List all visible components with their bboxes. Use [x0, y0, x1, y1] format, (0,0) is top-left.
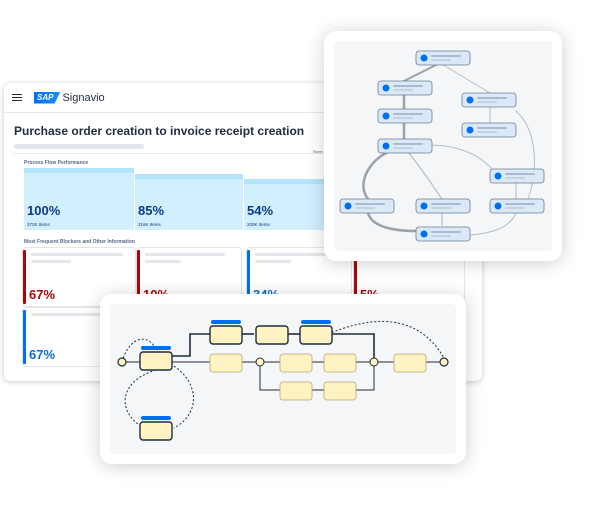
- flow-cell-items: 200K Items: [247, 222, 270, 227]
- blockers-title: Most Frequent Blockers and Other Informa…: [24, 239, 135, 245]
- task-indicator-bar: [141, 346, 171, 350]
- bpmn-task[interactable]: [279, 353, 313, 373]
- text-placeholder: [31, 313, 123, 316]
- flow-cell-2[interactable]: 85% 316K Items: [135, 174, 243, 230]
- card-status-bar: [354, 250, 357, 304]
- process-node[interactable]: [415, 226, 471, 242]
- task-indicator-bar: [211, 320, 241, 324]
- process-flow-title: Process Flow Performance: [24, 160, 89, 166]
- flow-cell-percent: 54%: [247, 203, 274, 218]
- gateway: [255, 357, 265, 367]
- node-dot-icon: [420, 202, 428, 210]
- process-node[interactable]: [377, 108, 433, 124]
- bpmn-task[interactable]: [209, 353, 243, 373]
- bpmn-task[interactable]: [299, 320, 333, 345]
- text-placeholder: [255, 260, 291, 263]
- text-placeholder: [255, 253, 335, 256]
- end-event: [439, 357, 449, 367]
- process-node[interactable]: [461, 92, 517, 108]
- card-percent: 67%: [29, 347, 56, 362]
- start-event: [117, 357, 127, 367]
- bpmn-diagram: [117, 320, 449, 441]
- task-indicator-bar: [141, 416, 171, 420]
- process-graph: [339, 50, 545, 242]
- task-indicator-bar: [301, 320, 331, 324]
- process-node[interactable]: [489, 198, 545, 214]
- bpmn-diagram-panel: [100, 294, 466, 464]
- process-node[interactable]: [339, 198, 395, 214]
- node-dot-icon: [382, 142, 390, 150]
- bpmn-task[interactable]: [139, 416, 173, 441]
- bpmn-task[interactable]: [139, 346, 173, 371]
- bpmn-task[interactable]: [323, 381, 357, 401]
- sap-logo: SAP: [34, 91, 61, 104]
- flow-cell-percent: 85%: [138, 203, 165, 218]
- process-node[interactable]: [489, 168, 545, 184]
- node-dot-icon: [494, 172, 502, 180]
- card-status-bar: [23, 310, 26, 364]
- bpmn-task[interactable]: [393, 353, 427, 373]
- node-dot-icon: [466, 126, 474, 134]
- node-dot-icon: [344, 202, 352, 210]
- flow-cell-1[interactable]: 100% 372K Items: [24, 168, 134, 230]
- brand-name: Signavio: [62, 91, 105, 104]
- card-percent: 67%: [29, 287, 56, 302]
- page-title: Purchase order creation to invoice recei…: [14, 124, 305, 138]
- shell-bar: SAP Signavio: [4, 83, 482, 113]
- node-dot-icon: [466, 96, 474, 104]
- text-placeholder: [145, 260, 181, 263]
- hamburger-icon[interactable]: [12, 93, 22, 102]
- text-placeholder: [31, 260, 71, 263]
- process-node[interactable]: [415, 50, 471, 66]
- process-node[interactable]: [377, 80, 433, 96]
- process-node[interactable]: [377, 138, 433, 154]
- bpmn-task[interactable]: [323, 353, 357, 373]
- subtitle-placeholder: [14, 144, 144, 149]
- flow-cell-percent: 100%: [27, 203, 61, 218]
- process-node[interactable]: [415, 198, 471, 214]
- card-status-bar: [247, 250, 250, 304]
- process-graph-panel: [324, 31, 562, 261]
- flow-cell-items: 316K Items: [138, 222, 161, 227]
- bpmn-task[interactable]: [209, 320, 243, 345]
- text-placeholder: [145, 253, 225, 256]
- text-placeholder: [31, 253, 123, 256]
- node-dot-icon: [494, 202, 502, 210]
- card-status-bar: [23, 250, 26, 304]
- node-dot-icon: [420, 54, 428, 62]
- card-status-bar: [137, 250, 140, 304]
- flow-cell-items: 372K Items: [27, 222, 50, 227]
- bpmn-task[interactable]: [279, 381, 313, 401]
- node-dot-icon: [382, 84, 390, 92]
- node-dot-icon: [382, 112, 390, 120]
- gateway: [369, 357, 379, 367]
- process-node[interactable]: [461, 122, 517, 138]
- node-dot-icon: [420, 230, 428, 238]
- bpmn-task[interactable]: [255, 325, 289, 345]
